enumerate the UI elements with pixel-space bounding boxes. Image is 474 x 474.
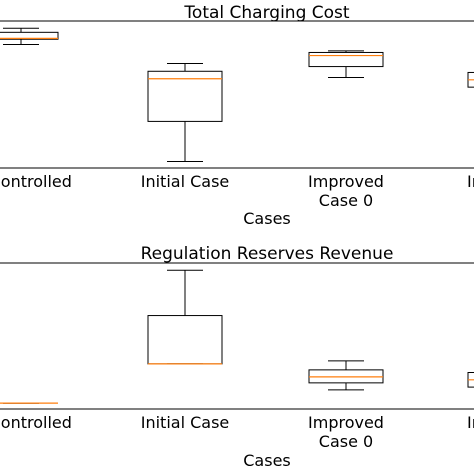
box-item [308, 50, 384, 78]
box-series [0, 27, 474, 163]
box-item [147, 269, 223, 365]
regulation-revenue-panel: Regulation Reserves Revenue Uncontrolled… [0, 244, 474, 470]
x-tick-label-line: Case 0 [319, 191, 373, 210]
x-tick-label: Uncontrolled [0, 413, 72, 432]
x-tick-label-line: Initial Case [141, 172, 230, 191]
x-tick-label: Initial Case [141, 413, 230, 432]
x-tick-label-line: Improved [467, 413, 474, 432]
box-item [0, 27, 59, 46]
chart-title: Regulation Reserves Revenue [141, 244, 394, 264]
x-tick-label-line: Improved [467, 172, 474, 191]
x-tick-label-line: Uncontrolled [0, 172, 72, 191]
x-tick-label-line: Improved [308, 172, 384, 191]
box-item [147, 62, 223, 163]
box-body [308, 51, 384, 68]
x-axis-label: Cases [243, 451, 291, 470]
charging-cost-panel: Total Charging Cost Uncontrolled Initial … [0, 3, 474, 228]
box-item [467, 71, 474, 88]
x-tick-label: Initial Case [141, 172, 230, 191]
x-tick-label-line: Initial Case [141, 413, 230, 432]
box-item [308, 360, 384, 391]
box-series [0, 269, 474, 404]
x-tick-label: Uncontrolled [0, 172, 72, 191]
x-tick-label-line: Case 0 [319, 432, 373, 451]
box-item [467, 372, 474, 388]
box-body [0, 31, 59, 40]
x-tick-label-line: Uncontrolled [0, 413, 72, 432]
x-axis-label: Cases [243, 209, 291, 228]
x-tick-label-line: Improved [308, 413, 384, 432]
chart-title: Total Charging Cost [183, 3, 349, 23]
box-body [147, 315, 223, 365]
box-body [147, 70, 223, 122]
